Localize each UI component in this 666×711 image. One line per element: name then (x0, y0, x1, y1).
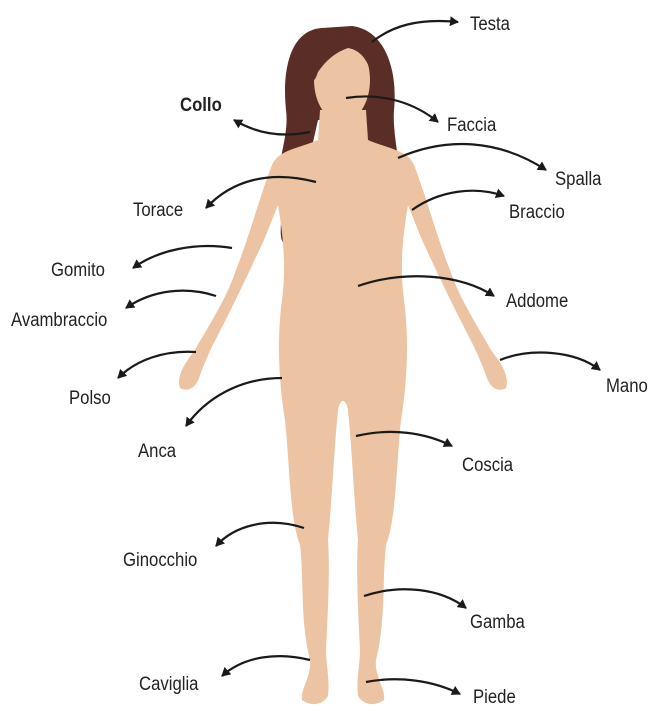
label-piede: Piede (473, 688, 516, 707)
label-faccia: Faccia (447, 116, 496, 135)
label-spalla: Spalla (555, 170, 601, 189)
label-braccio: Braccio (509, 203, 565, 222)
arrow-testa (372, 21, 458, 42)
label-gamba: Gamba (470, 613, 525, 632)
arrow-gomito (133, 246, 232, 268)
label-torace: Torace (133, 201, 183, 220)
label-ginocchio: Ginocchio (123, 551, 197, 570)
label-gomito: Gomito (51, 261, 105, 280)
arrow-avambraccio (126, 291, 216, 308)
label-addome: Addome (506, 292, 568, 311)
label-polso: Polso (69, 389, 111, 408)
label-anca: Anca (138, 442, 176, 461)
label-collo: Collo (180, 96, 222, 115)
arrow-ginocchio (216, 523, 304, 546)
arrow-mano (500, 353, 600, 370)
arrow-spalla (398, 144, 546, 170)
arrow-anca (186, 378, 282, 426)
arrow-caviglia (222, 656, 310, 676)
label-mano: Mano (606, 377, 648, 396)
label-testa: Testa (470, 15, 510, 34)
label-caviglia: Caviglia (139, 675, 198, 694)
body-silhouette (179, 110, 507, 704)
label-coscia: Coscia (462, 456, 513, 475)
label-avambraccio: Avambraccio (11, 311, 107, 330)
